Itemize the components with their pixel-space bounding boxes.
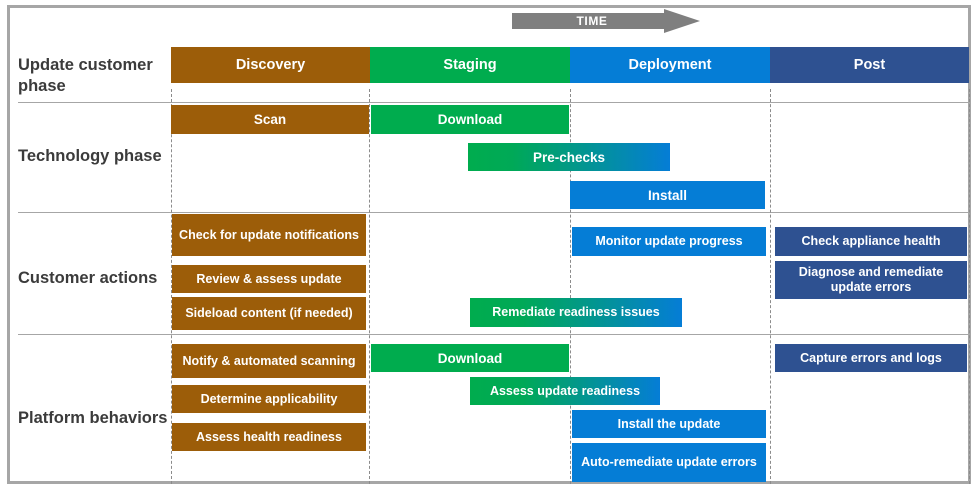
row-separator-1 bbox=[18, 102, 970, 103]
column-separator-discovery-staging bbox=[369, 89, 370, 484]
task-bar-monitor-update-progress[interactable]: Monitor update progress bbox=[572, 227, 766, 256]
phase-header-post[interactable]: Post bbox=[770, 47, 969, 83]
time-arrow-icon bbox=[512, 9, 700, 33]
phase-header-staging[interactable]: Staging bbox=[370, 47, 570, 83]
time-arrow-label: TIME bbox=[576, 14, 608, 28]
phase-header-discovery[interactable]: Discovery bbox=[171, 47, 370, 83]
column-separator-staging-deployment bbox=[570, 89, 571, 484]
task-bar-diagnose-and-remediate-update-errors[interactable]: Diagnose and remediate update errors bbox=[775, 261, 967, 299]
row-separator-3 bbox=[18, 334, 970, 335]
column-separator-discovery-start bbox=[171, 89, 172, 484]
task-bar-auto-remediate-update-errors[interactable]: Auto-remediate update errors bbox=[572, 443, 766, 482]
task-bar-assess-update-readiness[interactable]: Assess update readiness bbox=[470, 377, 660, 405]
task-bar-check-for-update-notifications[interactable]: Check for update notifications bbox=[172, 214, 366, 256]
task-bar-install-the-update[interactable]: Install the update bbox=[572, 410, 766, 438]
task-bar-remediate-readiness-issues[interactable]: Remediate readiness issues bbox=[470, 298, 682, 327]
task-bar-check-appliance-health[interactable]: Check appliance health bbox=[775, 227, 967, 256]
task-bar-notify-and-automated-scanning[interactable]: Notify & automated scanning bbox=[172, 344, 366, 378]
column-separator-deployment-post bbox=[770, 89, 771, 484]
row-label-customer-actions: Customer actions bbox=[18, 269, 158, 287]
task-bar-scan[interactable]: Scan bbox=[171, 105, 369, 134]
task-bar-sideload-content[interactable]: Sideload content (if needed) bbox=[172, 297, 366, 330]
task-bar-capture-errors-and-logs[interactable]: Capture errors and logs bbox=[775, 344, 967, 372]
task-bar-download-platform[interactable]: Download bbox=[371, 344, 569, 372]
row-label-technology-phase: Technology phase bbox=[18, 147, 162, 165]
row-label-platform-behaviors: Platform behaviors bbox=[18, 409, 168, 427]
task-bar-pre-checks[interactable]: Pre-checks bbox=[468, 143, 670, 171]
task-bar-review-and-assess-update[interactable]: Review & assess update bbox=[172, 265, 366, 293]
task-bar-assess-health-readiness[interactable]: Assess health readiness bbox=[172, 423, 366, 451]
row-label-update-customer-phase: Update customer phase bbox=[18, 56, 153, 95]
task-bar-install[interactable]: Install bbox=[570, 181, 765, 209]
row-separator-2 bbox=[18, 212, 970, 213]
task-bar-determine-applicability[interactable]: Determine applicability bbox=[172, 385, 366, 413]
column-separator-post-end bbox=[969, 89, 970, 484]
task-bar-download-tech[interactable]: Download bbox=[371, 105, 569, 134]
phase-header-deployment[interactable]: Deployment bbox=[570, 47, 770, 83]
